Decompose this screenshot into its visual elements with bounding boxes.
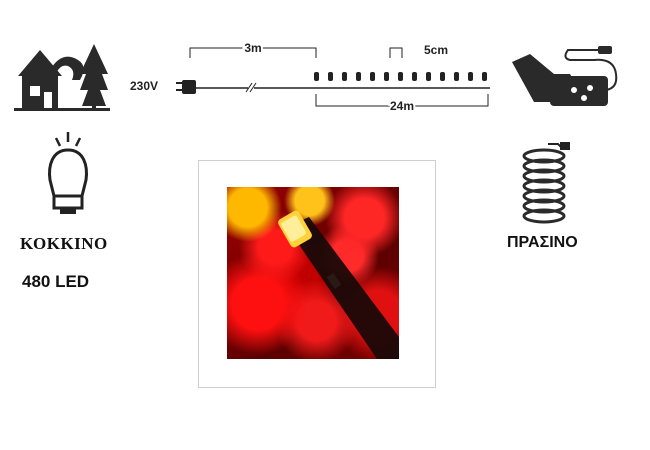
- product-photo-frame: [198, 160, 436, 388]
- spacing-label: 5cm: [424, 43, 448, 57]
- length-diagram: 3m 5cm 230V 24m: [130, 39, 490, 115]
- house-tree-icon: [14, 44, 110, 111]
- color-label: ΚΟΚΚΙΝΟ: [20, 234, 108, 253]
- cable-color-label: ΠΡΑΣΙΝΟ: [507, 234, 578, 251]
- led-count-label: 480 LED: [22, 272, 90, 291]
- led-string: [314, 72, 487, 81]
- lead-length-label: 3m: [244, 41, 261, 55]
- hand-controller-icon: [512, 46, 618, 106]
- coil-cable-icon: [522, 142, 570, 224]
- voltage-label: 230V: [130, 79, 158, 93]
- bulb-icon: [48, 132, 88, 214]
- product-photo: [227, 187, 399, 359]
- total-length-label: 24m: [390, 99, 414, 113]
